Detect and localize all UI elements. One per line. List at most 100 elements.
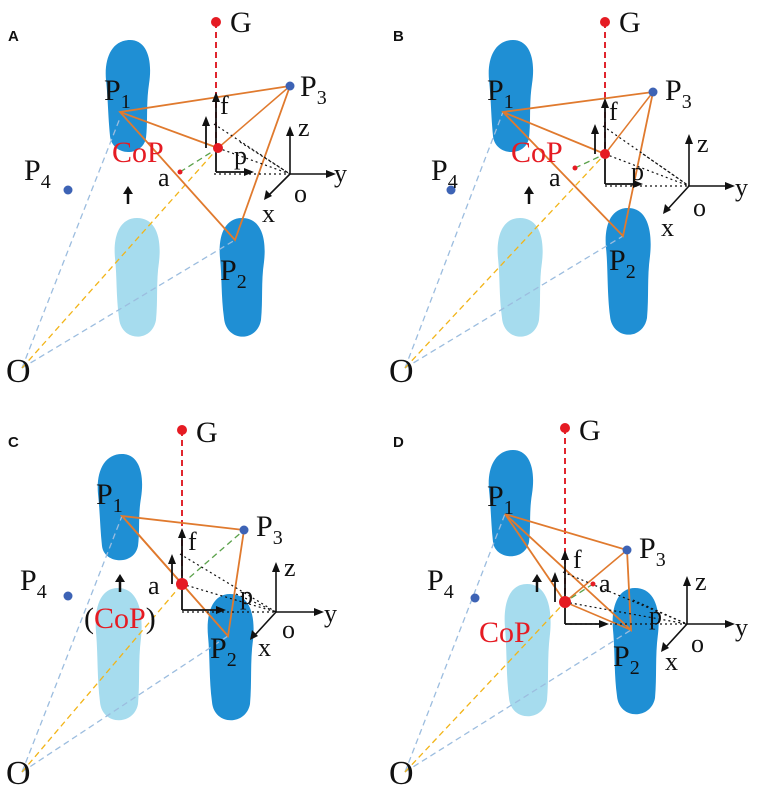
polygon-p1-cop xyxy=(502,111,606,155)
label-a: a xyxy=(158,163,170,192)
label-cop: (CoP) xyxy=(84,602,156,635)
dash-o-p2 xyxy=(404,235,624,369)
label-x: x xyxy=(665,647,678,676)
panel-letter-a: A xyxy=(8,28,19,45)
polygon-cop-p3 xyxy=(217,85,291,149)
point-p3 xyxy=(285,81,295,91)
label-cop: CoP xyxy=(511,136,563,169)
panel-letter-c: C xyxy=(8,434,19,451)
point-a xyxy=(177,169,183,175)
label-p: p xyxy=(649,601,662,630)
point-p4 xyxy=(63,591,73,601)
panel-c: C xyxy=(0,404,382,807)
label-y: y xyxy=(735,173,748,202)
support-polygon xyxy=(504,513,633,633)
label-g: G xyxy=(619,6,641,39)
foot-ghost xyxy=(114,218,160,337)
point-p4 xyxy=(63,185,73,195)
label-origin: O xyxy=(6,755,31,792)
label-p4: P4 xyxy=(24,154,51,193)
label-g: G xyxy=(230,6,252,39)
panel-b: B xyxy=(383,0,765,403)
label-p: p xyxy=(240,581,253,610)
axes xyxy=(267,132,330,197)
foot-p2 xyxy=(219,218,265,337)
label-p: p xyxy=(631,157,644,186)
point-p4 xyxy=(470,593,480,603)
support-polygon xyxy=(501,90,655,238)
label-a: a xyxy=(549,163,561,192)
label-y: y xyxy=(334,159,347,188)
label-p1: P1 xyxy=(104,74,131,113)
label-origin: O xyxy=(389,755,414,792)
dash-o-p2 xyxy=(21,635,229,773)
axes xyxy=(664,582,729,649)
diagram-c: G P1 P3 P4 P2 (CoP) f p a z y o x O xyxy=(6,416,337,792)
dash-o-cop xyxy=(404,601,566,773)
label-x: x xyxy=(258,633,271,662)
point-a xyxy=(572,165,578,171)
label-f: f xyxy=(220,91,229,120)
foot-p1 xyxy=(105,40,151,153)
dash-o-p2 xyxy=(21,239,236,369)
dash-o-p1 xyxy=(404,513,506,773)
point-p3 xyxy=(648,87,658,97)
label-p1: P1 xyxy=(96,478,123,517)
point-a xyxy=(590,581,596,587)
polygon-cop-p3 xyxy=(564,549,628,603)
label-p1: P1 xyxy=(487,74,514,113)
label-f: f xyxy=(609,97,618,126)
panel-a: A xyxy=(0,0,382,403)
point-cop xyxy=(213,143,223,153)
dash-o-p1 xyxy=(404,111,504,369)
label-cop: CoP xyxy=(112,136,164,169)
label-a: a xyxy=(148,571,160,600)
dot-p-o xyxy=(235,593,277,613)
diagram-d: G P1 P3 P4 P2 CoP f p a z y o x O xyxy=(389,414,748,792)
label-f: f xyxy=(573,545,582,574)
label-cop: CoP xyxy=(479,616,531,649)
panel-letter-b: B xyxy=(393,28,404,45)
label-o: o xyxy=(282,615,295,644)
dot-cop-o xyxy=(181,583,277,613)
label-p2: P2 xyxy=(210,632,237,671)
label-z: z xyxy=(695,567,707,596)
label-x: x xyxy=(262,199,275,228)
point-cop xyxy=(176,578,188,590)
foot-p2 xyxy=(612,588,659,715)
dash-o-p2 xyxy=(404,629,632,773)
dash-o-p1 xyxy=(21,515,123,773)
dash-a-cop xyxy=(574,153,606,169)
dash-a-cop xyxy=(564,583,594,603)
label-z: z xyxy=(298,113,310,142)
dot-f-o xyxy=(213,123,291,175)
polygon-cop-p2 xyxy=(564,601,632,631)
foot-ghost xyxy=(95,588,142,721)
label-p1: P1 xyxy=(487,480,514,519)
foot-ghost xyxy=(504,584,551,717)
label-p2: P2 xyxy=(609,244,636,283)
dot-p-o xyxy=(642,153,690,187)
point-p3 xyxy=(622,545,632,555)
label-o: o xyxy=(691,629,704,658)
label-p3: P3 xyxy=(665,74,692,113)
diagram-a: G P1 P3 P4 P2 CoP f p a z y o x O xyxy=(6,6,347,390)
label-o: o xyxy=(693,193,706,222)
axes xyxy=(253,568,318,637)
label-origin: O xyxy=(389,353,414,390)
foot-ghost xyxy=(497,218,543,337)
foot-p2 xyxy=(605,208,651,335)
point-p3 xyxy=(239,525,249,535)
polygon-cop-p3 xyxy=(604,91,654,155)
dash-cop-p3 xyxy=(181,529,245,585)
label-x: x xyxy=(661,213,674,242)
dot-f-o xyxy=(179,553,277,613)
dot-cop-o xyxy=(604,153,690,187)
dot-cop-o xyxy=(564,601,688,625)
label-p: p xyxy=(234,141,247,170)
direction-marker xyxy=(115,574,125,592)
label-p4: P4 xyxy=(20,564,47,603)
label-p4: P4 xyxy=(431,154,458,193)
axes xyxy=(666,140,729,211)
